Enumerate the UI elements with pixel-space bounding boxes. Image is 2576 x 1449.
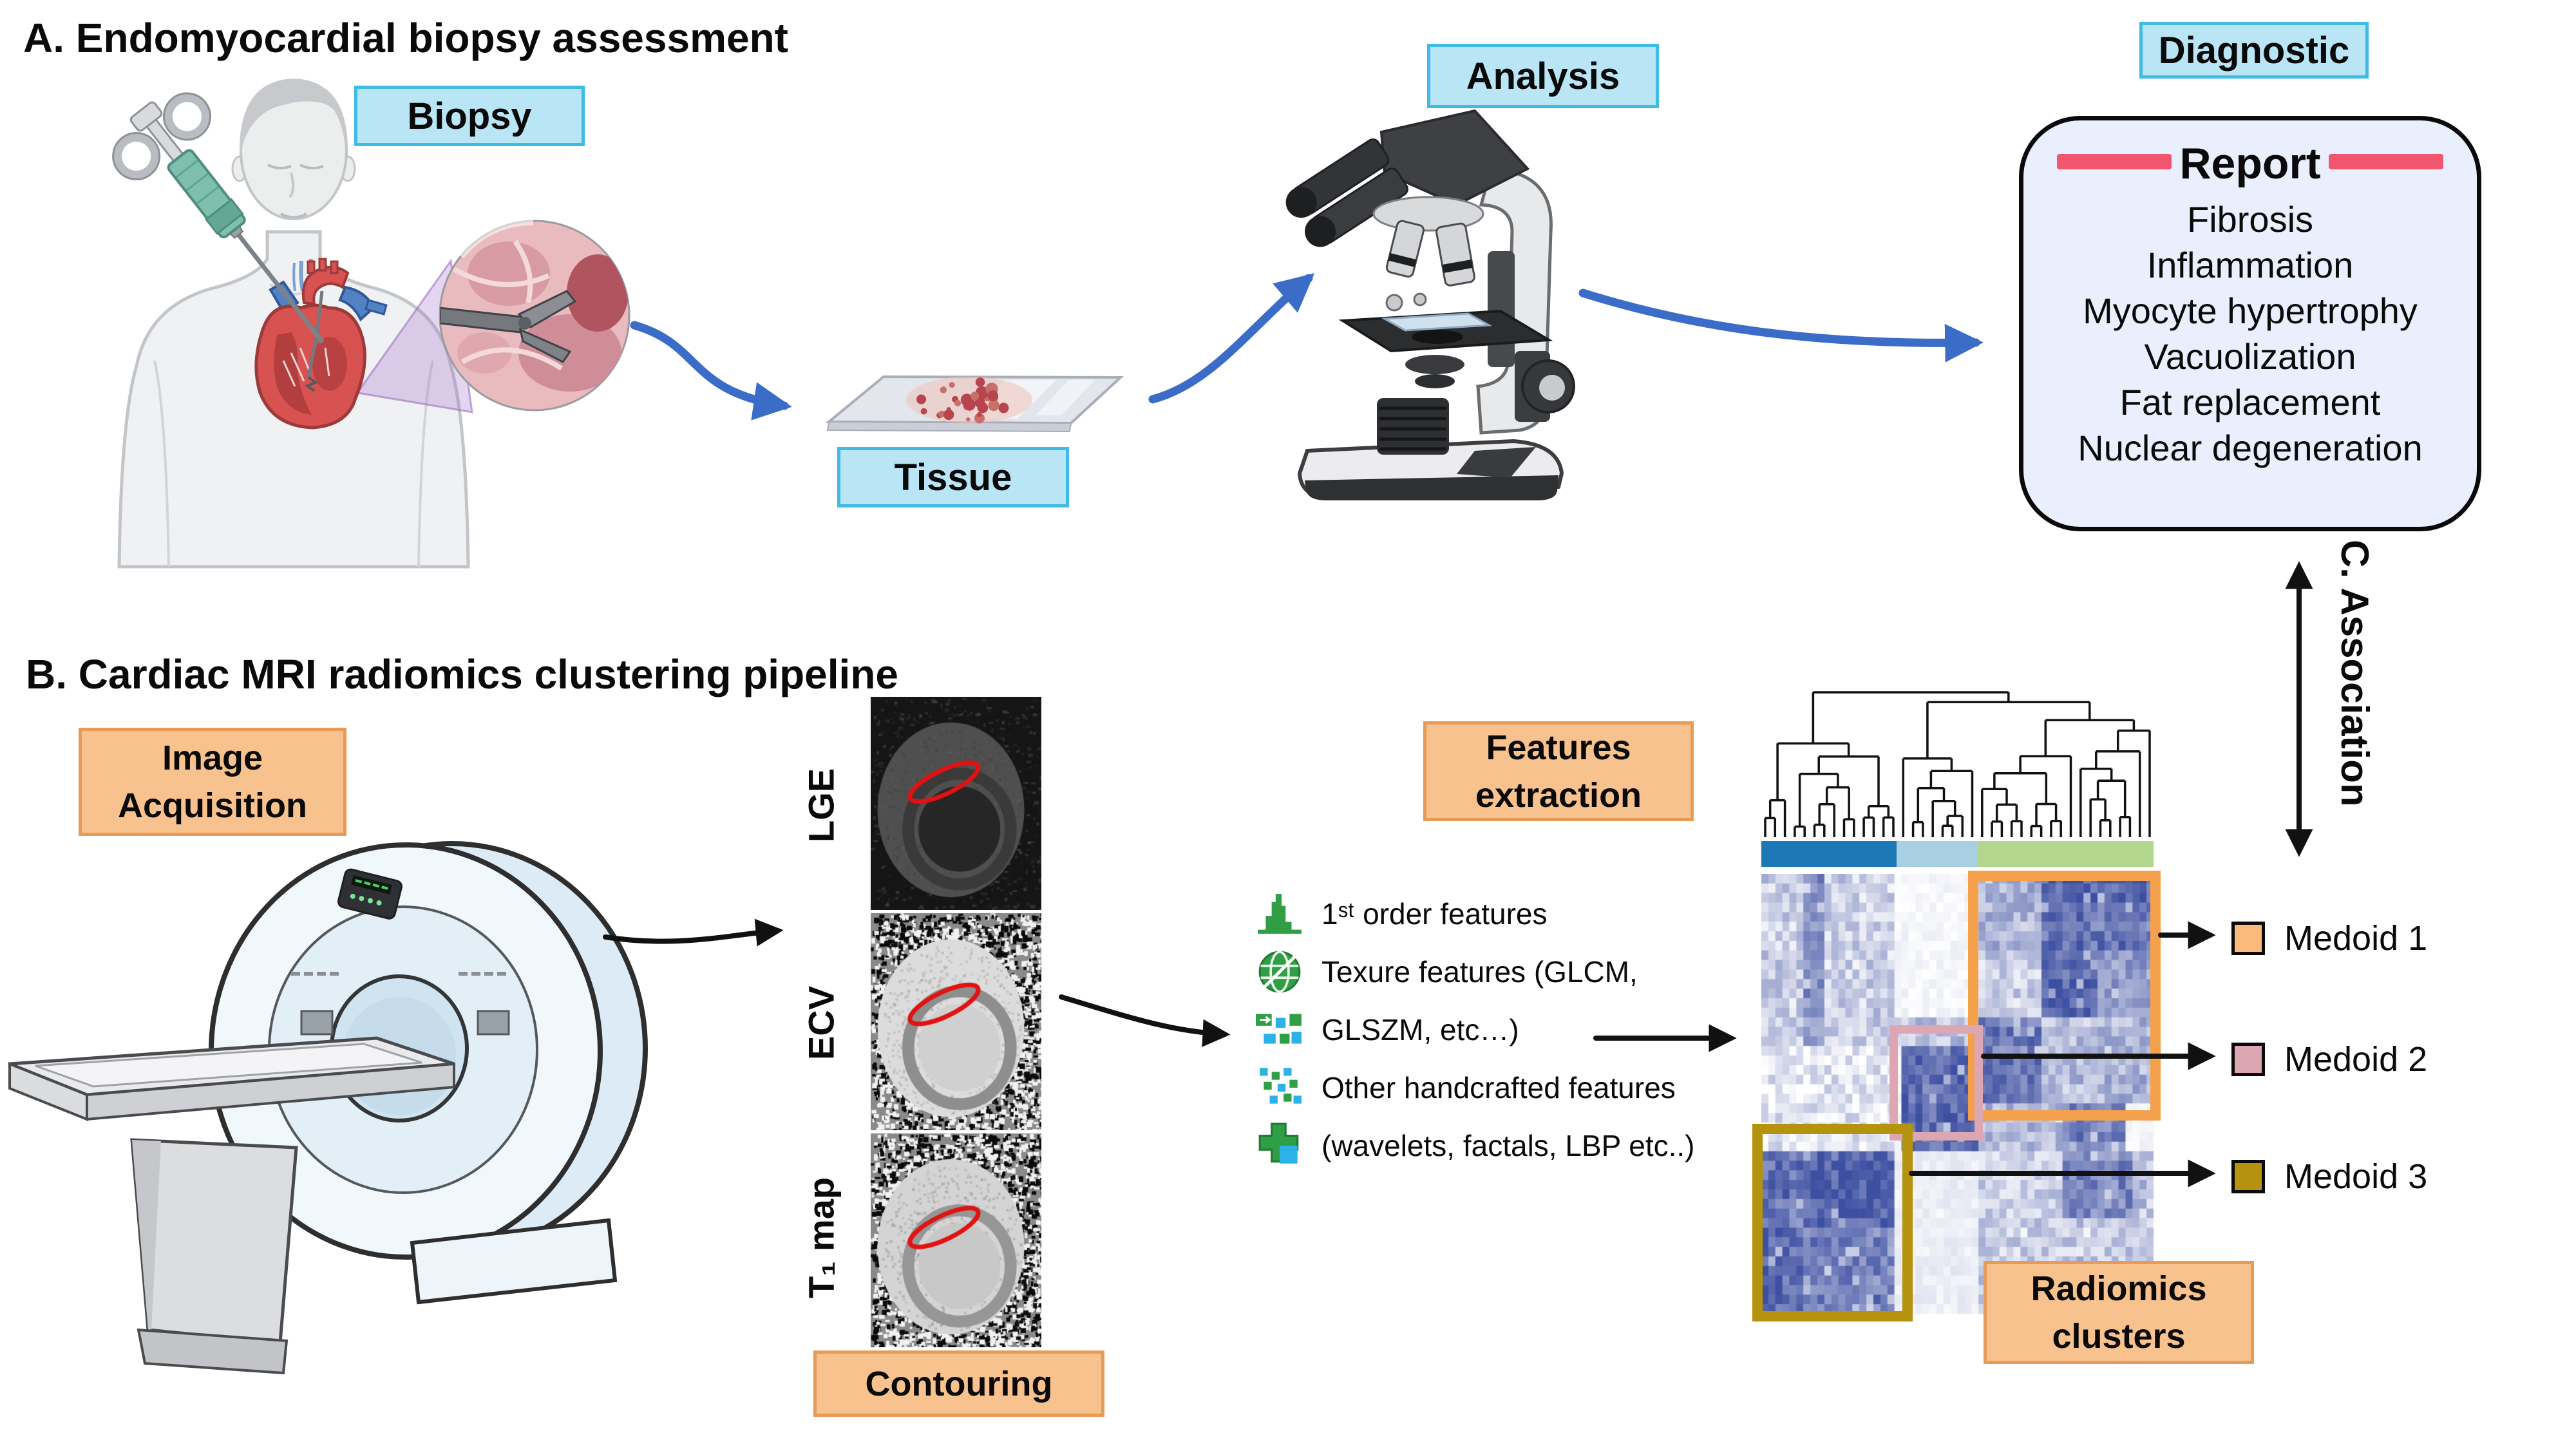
report-item: Fibrosis	[2186, 199, 2314, 240]
report-bar-left	[2057, 154, 2172, 169]
report-item: Vacuolization	[2144, 336, 2356, 377]
cluster-color-bar	[1761, 841, 2154, 867]
feature-row-3: GLSZM, etc…)	[1256, 1006, 1519, 1054]
medoid-2-swatch	[2231, 1043, 2265, 1076]
diagnostic-label-box: Diagnostic	[2139, 22, 2369, 79]
ecv-label: ECV	[800, 985, 842, 1060]
report-item: Fat replacement	[2119, 382, 2381, 422]
arrow-analysis-to-report	[1578, 289, 1984, 363]
report-item: Inflammation	[2146, 245, 2354, 285]
arrow-images-to-features	[1059, 994, 1231, 1047]
t1-map-label: T₁ map	[800, 1177, 842, 1299]
ecv-mri-image	[871, 913, 1041, 1130]
tissue-specks	[916, 377, 1009, 424]
biopsy-label: Biopsy	[407, 95, 532, 137]
bioptome-illustration	[112, 92, 325, 344]
feature-text-3: GLSZM, etc…)	[1321, 1013, 1519, 1046]
panel-b-arrows	[603, 918, 2216, 1188]
feature-text-4: Other handcrafted features	[1321, 1071, 1676, 1104]
report-bar-right	[2329, 154, 2443, 169]
features-extraction-box: Features extraction	[1423, 721, 1694, 821]
dendrogram	[1764, 691, 2151, 837]
lge-mri-image	[871, 697, 1041, 910]
globe-icon	[1258, 951, 1301, 993]
radiomics-heatmap	[1761, 874, 2154, 1314]
medoid-1-row: Medoid 1	[2231, 918, 2427, 958]
medoid-1-swatch	[2231, 922, 2265, 955]
radiomics-clusters-line1: Radiomics	[2031, 1269, 2207, 1308]
panel-b-title: B. Cardiac MRI radiomics clustering pipe…	[26, 651, 898, 697]
panel-a-title: A. Endomyocardial biopsy assessment	[23, 15, 788, 61]
feature-text-1: 1ˢᵗ order features	[1321, 897, 1548, 931]
tissue-label: Tissue	[894, 456, 1012, 498]
analysis-label-box: Analysis	[1427, 44, 1659, 108]
report-item: Myocyte hypertrophy	[2083, 290, 2418, 331]
cluster-box-2	[1889, 1025, 1984, 1141]
panel-a-arrows	[630, 273, 1984, 421]
radiomics-clusters-box: Radiomics clusters	[1984, 1261, 2254, 1364]
pixel-scatter-icon	[1260, 1068, 1302, 1104]
feature-row-4: Other handcrafted features	[1256, 1064, 1676, 1112]
features-extraction-line1: Features	[1486, 728, 1631, 767]
medoid-2-label: Medoid 2	[2284, 1040, 2428, 1079]
t1-map-mri-image	[871, 1133, 1041, 1347]
radiomics-clusters-line2: clusters	[2052, 1317, 2186, 1356]
pixel-rows-icon	[1256, 1014, 1302, 1044]
arrow-tissue-to-analysis	[1148, 273, 1315, 404]
panel-c-title: C. Association	[2333, 540, 2376, 807]
report-title: Report	[2179, 139, 2321, 188]
medoid-2-row: Medoid 2	[2231, 1039, 2427, 1079]
feature-text-5: (wavelets, factals, LBP etc..)	[1321, 1129, 1695, 1162]
contouring-label: Contouring	[865, 1364, 1053, 1403]
medoid-3-swatch	[2231, 1160, 2265, 1193]
medoid-3-label: Medoid 3	[2284, 1157, 2428, 1196]
cluster-bar-cluster-2	[1897, 841, 1978, 867]
arrow-scanner-to-images	[603, 918, 784, 947]
feature-row-2: Texure features (GLCM,	[1256, 948, 1638, 996]
biopsy-label-box: Biopsy	[354, 86, 585, 146]
feature-row-1: 1ˢᵗ order features	[1256, 890, 1547, 938]
medoid-1-label: Medoid 1	[2284, 919, 2428, 958]
microscope-illustration	[1285, 109, 1575, 500]
histogram-icon	[1258, 894, 1302, 934]
cluster-box-3	[1752, 1124, 1913, 1322]
image-acquisition-line2: Acquisition	[118, 786, 307, 825]
cross-pixels-icon	[1258, 1122, 1299, 1164]
biopsy-inset-illustration	[439, 218, 630, 412]
feature-text-2: Texure features (GLCM,	[1321, 955, 1638, 989]
tissue-label-box: Tissue	[837, 447, 1069, 507]
image-acquisition-line1: Image	[162, 739, 263, 777]
lge-label: LGE	[800, 768, 842, 842]
contouring-box: Contouring	[813, 1350, 1104, 1417]
diagnostic-label: Diagnostic	[2158, 29, 2350, 71]
feature-row-5: (wavelets, factals, LBP etc..)	[1256, 1122, 1695, 1170]
cluster-bar-cluster-1	[1761, 841, 1897, 867]
cluster-bar-cluster-3	[1978, 841, 2154, 867]
mri-scanner-illustration	[8, 841, 648, 1375]
scanner-control-panel	[337, 868, 402, 920]
medoid-3-row: Medoid 3	[2231, 1157, 2427, 1197]
image-acquisition-box: Image Acquisition	[79, 728, 346, 836]
arrow-biopsy-to-tissue	[630, 321, 792, 421]
tissue-slide-illustration	[825, 375, 1124, 433]
report-item: Nuclear degeneration	[2078, 428, 2423, 468]
features-extraction-line2: extraction	[1475, 775, 1642, 815]
analysis-label: Analysis	[1466, 55, 1620, 97]
